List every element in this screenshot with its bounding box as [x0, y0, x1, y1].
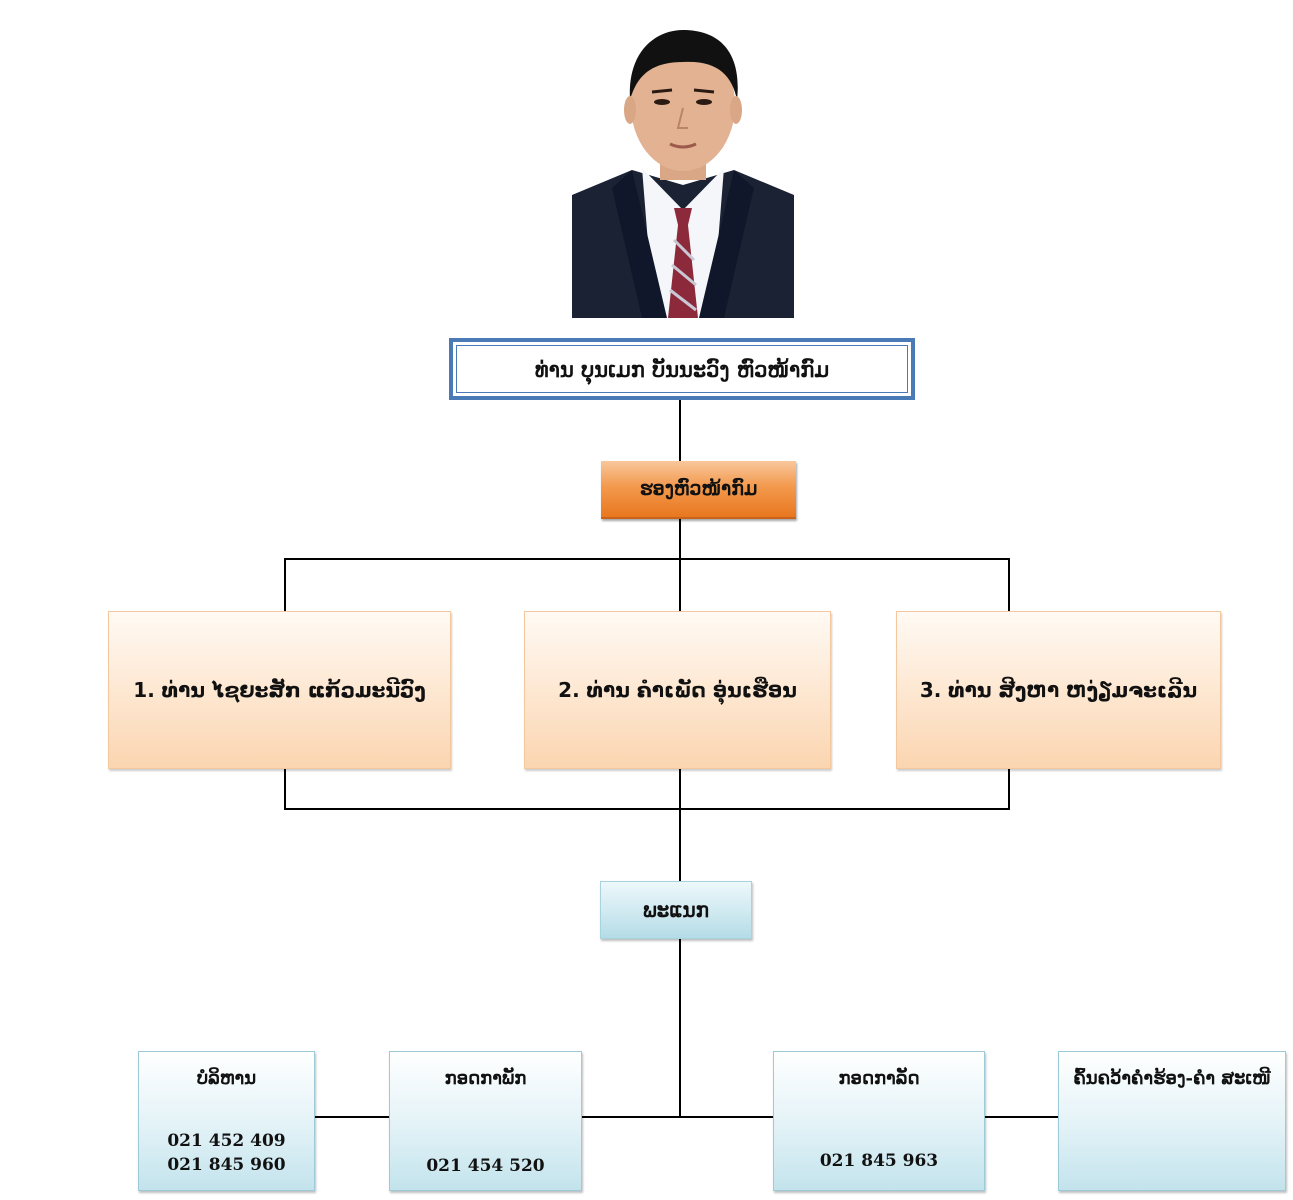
section-name: ບໍລິຫານ [196, 1068, 257, 1089]
connector-sections-bar [314, 1116, 1058, 1118]
connector-member-1-bottom [284, 769, 286, 809]
section-phone: 021 845 963 [819, 1151, 939, 1171]
connector-deputy-members [679, 517, 681, 611]
connector-members-bottom-bar [284, 808, 1010, 810]
head-portrait-photo [572, 20, 794, 318]
section-name: ກອດກາພັກ [444, 1068, 527, 1089]
section-phone: 021 845 960 [167, 1155, 286, 1175]
deputy-member-1-box: 1. ທ່ານ ໄຊຍະສັກ ແກ້ວມະນີວົງ [108, 611, 451, 769]
deputy-member-2-box: 2. ທ່ານ ຄໍາເພັດ ອຸ່ນເຮືອນ [524, 611, 831, 769]
connector-member-1-top [284, 558, 286, 611]
section-phone: 021 454 520 [426, 1156, 545, 1176]
connector-head-deputy [679, 400, 681, 461]
deputy-header-box: ຮອງຫົວໜ້າກົມ [601, 461, 796, 519]
connector-member-3-top [1008, 558, 1010, 611]
section-name: ຄົ້ນຄວ້າຄໍາຮ້ອງ-ຄໍາ ສະເໜີ [1073, 1068, 1271, 1089]
connector-members-top-bar [284, 558, 1010, 560]
section-box-state-affairs: ກອດກາລັດ 021 845 963 [773, 1051, 985, 1191]
section-box-administration: ບໍລິຫານ 021 452 409 021 845 960 [138, 1051, 315, 1191]
section-phone: 021 452 409 [167, 1131, 286, 1151]
head-title-box: ທ່ານ ບຸນເມກ ບັນນະວົງ ຫົວໜ້າກົມ [449, 338, 915, 400]
deputy-member-3-box: 3. ທ່ານ ສີງຫາ ຫງ່ຽມຈະເລີນ [896, 611, 1221, 769]
section-name: ກອດກາລັດ [838, 1068, 920, 1089]
section-box-petitions-research: ຄົ້ນຄວ້າຄໍາຮ້ອງ-ຄໍາ ສະເໜີ [1058, 1051, 1286, 1191]
connector-member-3-bottom [1008, 769, 1010, 809]
connector-members-department [679, 769, 681, 881]
connector-department-sections [679, 939, 681, 1117]
portrait-illustration [572, 20, 794, 318]
head-title-label: ທ່ານ ບຸນເມກ ບັນນະວົງ ຫົວໜ້າກົມ [456, 345, 908, 393]
department-header-box: ພະແນກ [600, 881, 752, 939]
section-box-party-affairs: ກອດກາພັກ 021 454 520 [389, 1051, 582, 1191]
